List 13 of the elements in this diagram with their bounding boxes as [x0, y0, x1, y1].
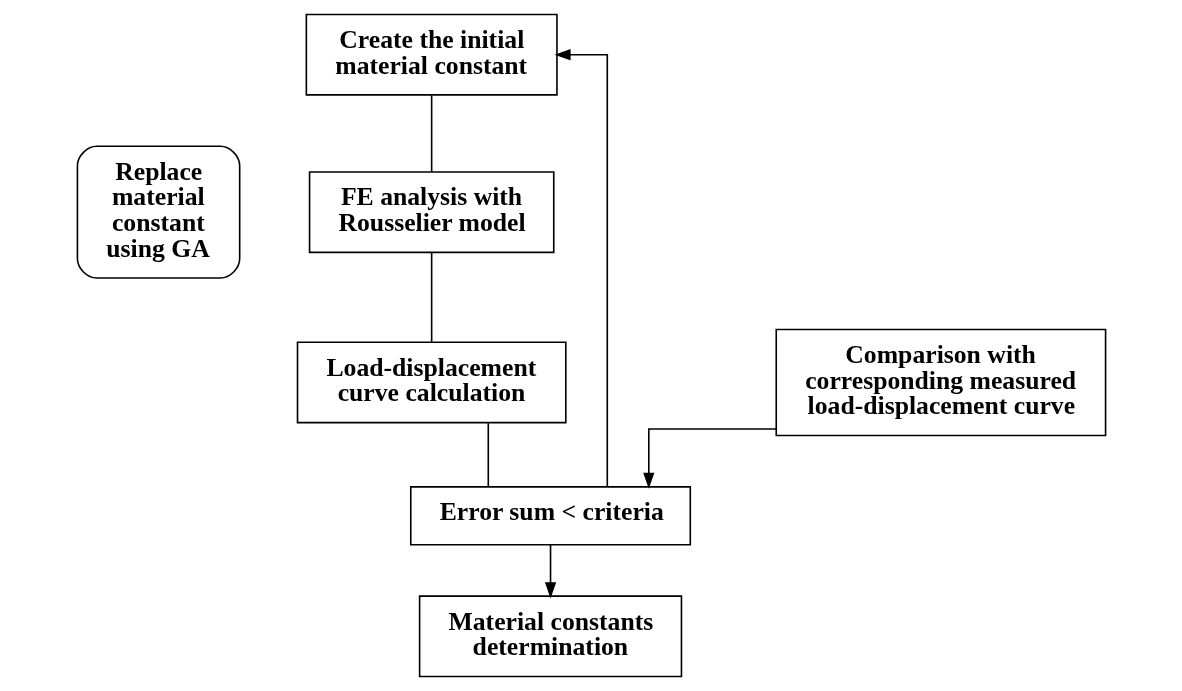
node-box: Load-displacement curve calculation	[296, 341, 567, 424]
node-box: Material constants determination	[418, 595, 682, 678]
connector	[486, 422, 489, 488]
arrow	[544, 544, 556, 599]
node-box: Comparison with corresponding measured load-displacement curve	[774, 328, 1106, 437]
arrow	[642, 428, 777, 489]
connector	[430, 94, 432, 173]
arrow	[554, 49, 608, 488]
node-box: Create the initial material constant	[305, 13, 558, 96]
connector	[430, 251, 432, 343]
node-box: FE analysis with Rousselier model	[308, 171, 555, 254]
node-box: Error sum < criteria	[409, 486, 691, 546]
node-box: Replace material constant using GA	[76, 145, 240, 279]
